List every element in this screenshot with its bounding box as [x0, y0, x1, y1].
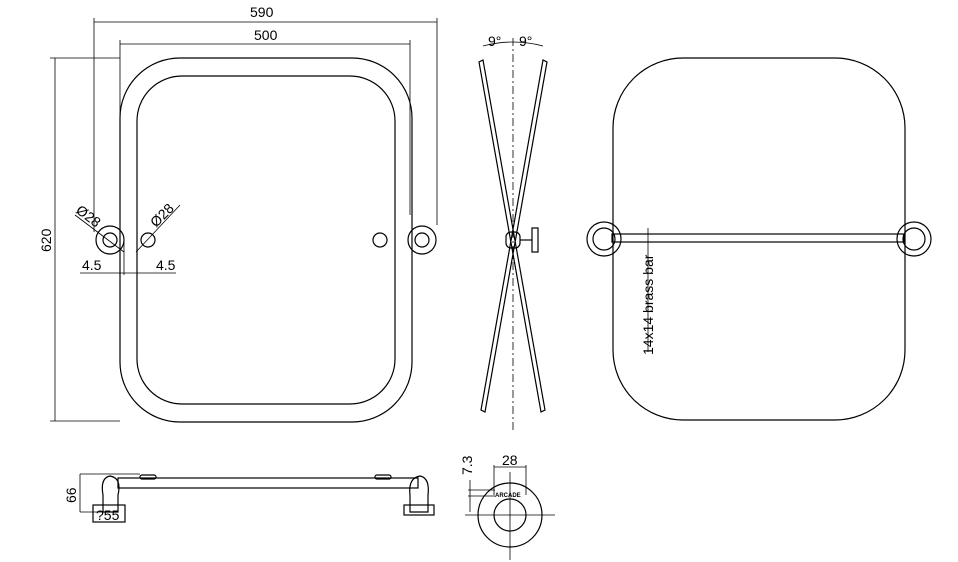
mirror-outer-frame — [119, 57, 413, 423]
bottom-bracket-right — [409, 475, 429, 513]
dim-tilt-left: 9° — [488, 33, 501, 49]
dim-diameter-right: Ø28 — [147, 200, 177, 230]
bottom-bracket-left — [101, 475, 120, 513]
dim-offset-right: 4.5 — [156, 257, 176, 273]
dim-height: 620 — [38, 228, 54, 252]
rear-bracket-right — [896, 221, 932, 257]
left-pivot-hole — [140, 232, 156, 248]
dim-offset: 7.3 — [459, 455, 475, 475]
side-view: 9° 9° — [478, 33, 548, 430]
mirror-tilt-forward — [480, 59, 548, 413]
rear-bracket-left — [586, 221, 622, 257]
dim-bracket: ?55 — [96, 507, 120, 523]
dim-overall-width: 590 — [250, 4, 274, 20]
engraving: ARCADE — [495, 493, 521, 499]
bracket-label-box — [92, 504, 126, 523]
mirror-back — [612, 57, 906, 421]
right-pivot-hole — [372, 232, 388, 248]
dim-tilt-right: 9° — [519, 33, 532, 49]
dim-inner-width: 500 — [254, 27, 278, 43]
dim-diameter-left: Ø28 — [73, 202, 104, 231]
dim-depth: 66 — [63, 487, 79, 503]
side-wall-plate — [531, 227, 539, 253]
right-bracket — [407, 225, 437, 255]
brass-bar — [611, 233, 905, 243]
detail-view: 28 7.3 ARCADE — [459, 452, 555, 560]
dim-offset-left: 4.5 — [82, 257, 102, 273]
bottom-view: ?55 66 — [63, 473, 435, 523]
front-view: 590 500 620 Ø28 Ø28 4.5 4.5 — [38, 4, 438, 423]
mirror-inner-frame — [136, 75, 396, 405]
bottom-frame — [117, 477, 419, 489]
mirror-tilt-back — [478, 59, 546, 413]
dim-diameter: 28 — [502, 452, 518, 468]
rear-view: 14x14 brass bar — [586, 57, 932, 421]
bar-label: 14x14 brass bar — [640, 254, 656, 355]
